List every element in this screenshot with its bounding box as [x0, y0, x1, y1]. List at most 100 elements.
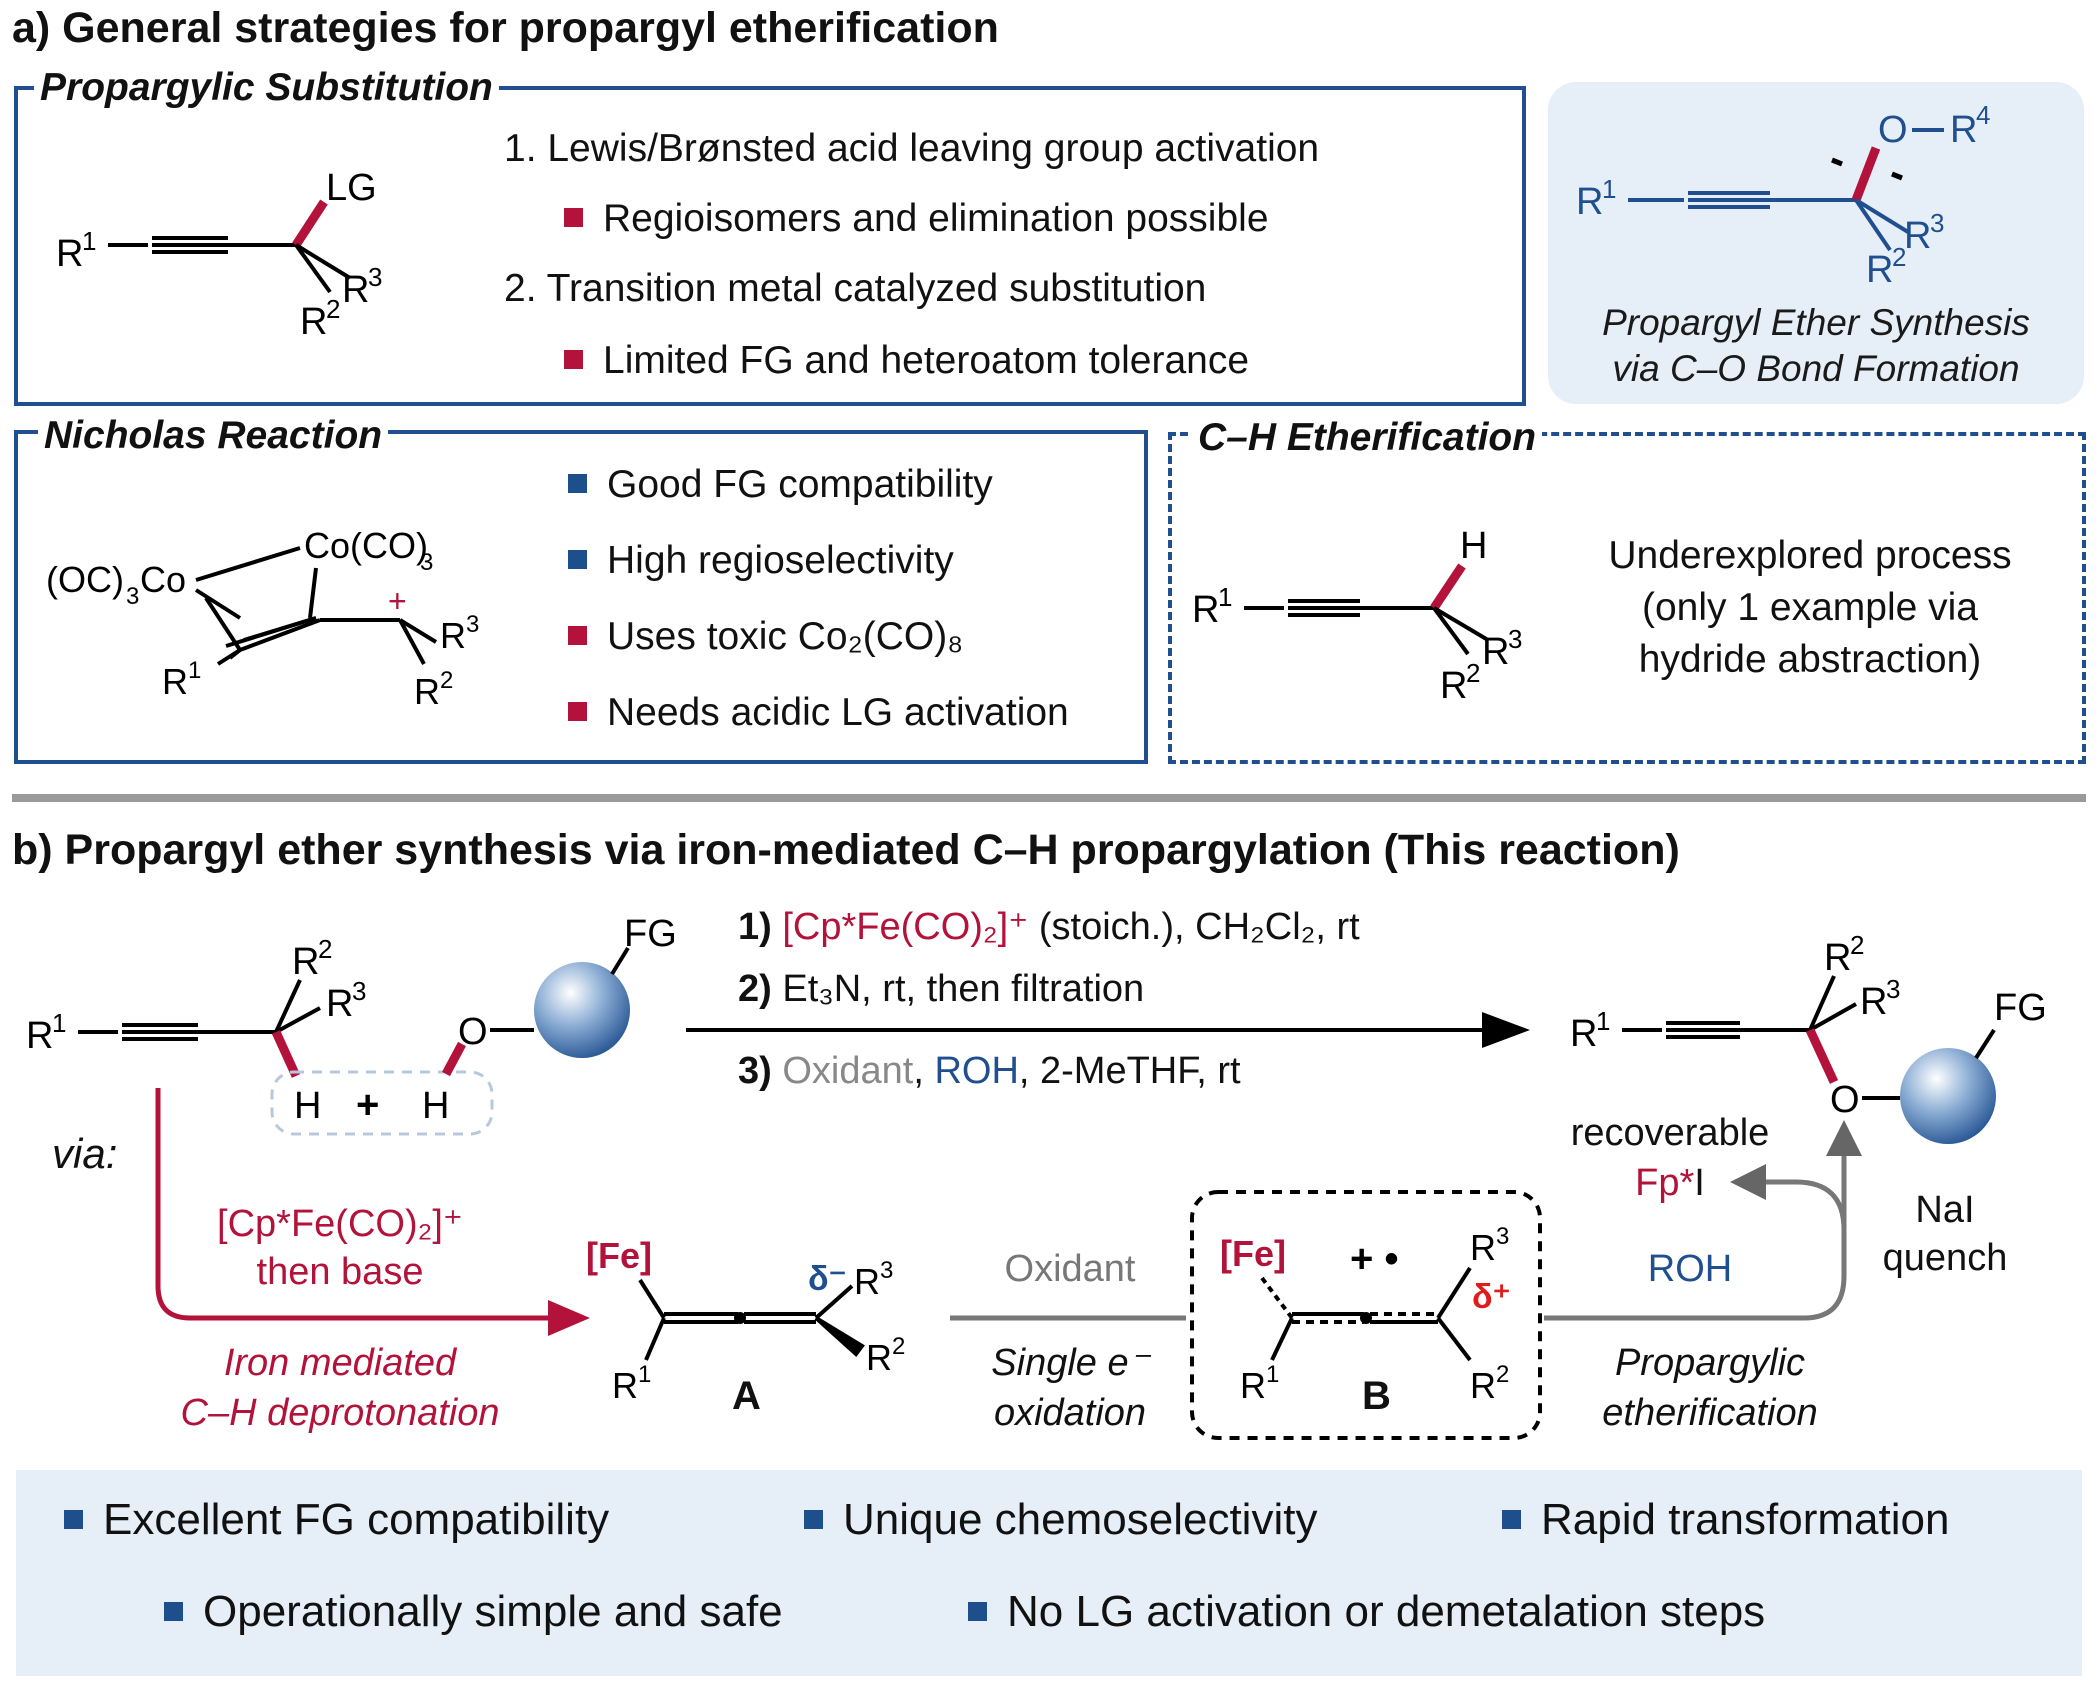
deprotonation-arrow — [155, 1088, 556, 1321]
svg-text:2: 2 — [318, 934, 332, 964]
svg-text:δ⁺: δ⁺ — [1472, 1278, 1511, 1316]
step3-reagent: ROH — [1647, 1248, 1733, 1290]
svg-text:R: R — [414, 671, 440, 712]
svg-text:2: 2 — [1850, 930, 1864, 960]
feature-3: Rapid transformation — [1502, 1492, 1949, 1548]
svg-text:LG: LG — [326, 167, 377, 209]
intermediate-a-structure: [Fe] R 1 δ⁻ R 3 R 2 — [586, 1235, 905, 1406]
substitution-item-2: Regioisomers and elimination possible — [564, 196, 1269, 242]
substitution-title: Propargylic Substitution — [34, 66, 499, 110]
svg-text:3: 3 — [126, 583, 139, 610]
svg-text:3: 3 — [1508, 624, 1522, 654]
svg-text:R: R — [162, 661, 188, 702]
via-label: via: — [52, 1130, 118, 1177]
svg-text:+ •: + • — [1350, 1237, 1398, 1281]
svg-text:R: R — [300, 301, 327, 343]
svg-text:1: 1 — [638, 1361, 651, 1388]
svg-text:1: 1 — [1602, 174, 1616, 204]
svg-text:FG: FG — [624, 913, 677, 955]
svg-text:R: R — [1866, 249, 1893, 291]
svg-text:δ⁻: δ⁻ — [808, 1260, 847, 1298]
feature-2: Unique chemoselectivity — [804, 1492, 1317, 1548]
red-bullet-icon — [568, 626, 587, 646]
svg-text:R: R — [1860, 981, 1887, 1023]
svg-text:R: R — [1570, 1013, 1597, 1055]
section-b-title: b) Propargyl ether synthesis via iron-me… — [12, 826, 1680, 874]
svg-text:3: 3 — [368, 262, 382, 292]
blue-bullet-icon — [568, 550, 587, 570]
step1-reagent: [Cp*Fe(CO)₂]⁺then base — [217, 1203, 463, 1293]
svg-text:3: 3 — [466, 611, 479, 638]
svg-text:3: 3 — [352, 976, 366, 1006]
intermediate-b-structure: [Fe] + • R 1 R 3 δ⁺ R 2 — [1220, 1223, 1511, 1406]
ch-description: Underexplored process (only 1 example vi… — [1608, 534, 2012, 681]
svg-text:[Fe]: [Fe] — [586, 1235, 652, 1276]
svg-text:+: + — [356, 1083, 379, 1127]
svg-text:4: 4 — [1976, 100, 1990, 130]
svg-text:H: H — [294, 1085, 321, 1127]
condition-1: 1) [Cp*Fe(CO)₂]⁺ (stoich.), CH₂Cl₂, rt — [738, 906, 1360, 948]
red-bullet-icon — [564, 350, 583, 370]
blue-bullet-icon — [968, 1601, 987, 1621]
svg-text:R: R — [26, 1015, 53, 1057]
feature-1: Excellent FG compatibility — [64, 1492, 609, 1548]
svg-text:H: H — [422, 1085, 449, 1127]
svg-text:2: 2 — [892, 1333, 905, 1360]
intermediate-a-label: A — [732, 1374, 761, 1418]
svg-text:FG: FG — [1994, 987, 2047, 1029]
condition-3: 3) Oxidant, ROH, 2-MeTHF, rt — [738, 1050, 1241, 1092]
svg-text:R: R — [1192, 589, 1219, 631]
nicholas-title: Nicholas Reaction — [38, 414, 389, 458]
substitution-item-3: 2. Transition metal catalyzed substituti… — [504, 267, 1207, 310]
svg-text:R: R — [326, 983, 353, 1025]
svg-text:3: 3 — [880, 1257, 893, 1284]
svg-text:R: R — [56, 233, 83, 275]
svg-text:O: O — [458, 1011, 488, 1053]
substitution-item-4: Limited FG and heteroatom tolerance — [564, 338, 1249, 384]
svg-text:O: O — [1878, 109, 1908, 151]
nicholas-item-1: Good FG compatibility — [568, 462, 993, 508]
nicholas-item-2: High regioselectivity — [568, 538, 954, 584]
svg-text:(OC): (OC) — [46, 559, 124, 600]
blue-bullet-icon — [804, 1509, 823, 1529]
svg-text:1: 1 — [1218, 582, 1232, 612]
svg-text:R: R — [1470, 1227, 1496, 1268]
svg-text:3: 3 — [1886, 974, 1900, 1004]
target-caption: Propargyl Ether Synthesis via C–O Bond F… — [1602, 302, 2030, 389]
red-bullet-icon — [568, 702, 587, 722]
svg-text:3: 3 — [1930, 208, 1944, 238]
blue-bullet-icon — [1502, 1509, 1521, 1529]
section-divider — [12, 794, 2086, 802]
condition-2: 2) Et₃N, rt, then filtration — [738, 968, 1145, 1010]
intermediate-b-label: B — [1362, 1374, 1391, 1418]
svg-text:[Fe]: [Fe] — [1220, 1233, 1286, 1274]
svg-text:1: 1 — [52, 1008, 66, 1038]
svg-text:2: 2 — [326, 294, 340, 324]
svg-text:R: R — [342, 269, 369, 311]
blue-bullet-icon — [568, 474, 587, 494]
svg-text:Co: Co — [140, 559, 186, 600]
blue-bullet-icon — [164, 1601, 183, 1621]
svg-text:3: 3 — [1496, 1223, 1509, 1250]
svg-text:1: 1 — [1596, 1006, 1610, 1036]
section-a-title: a) General strategies for propargyl ethe… — [12, 4, 999, 52]
ch-substrate-structure: R 1 H R 2 R 3 — [1192, 525, 1522, 707]
ch-title: C–H Etherification — [1192, 416, 1543, 460]
red-bullet-icon — [564, 208, 583, 228]
svg-text:2: 2 — [1892, 242, 1906, 272]
target-panel — [1548, 82, 2084, 404]
nicholas-complex-structure: (OC) 3 Co Co(CO) 3 + R 1 R 3 R 2 — [46, 525, 479, 712]
svg-text:3: 3 — [420, 549, 433, 576]
substitution-item-1: 1. Lewis/Brønsted acid leaving group act… — [504, 127, 1320, 170]
lg-substrate-structure: R 1 LG R 2 R 3 — [56, 167, 382, 343]
svg-text:R: R — [1240, 1365, 1266, 1406]
alkyne-substrate-structure: R 1 R 2 R 3 H + H O FG — [26, 913, 677, 1136]
svg-text:R: R — [440, 615, 466, 656]
step2-reagent: Oxidant — [1004, 1248, 1136, 1290]
nicholas-box — [14, 430, 1148, 764]
nicholas-item-4: Needs acidic LG activation — [568, 690, 1069, 736]
